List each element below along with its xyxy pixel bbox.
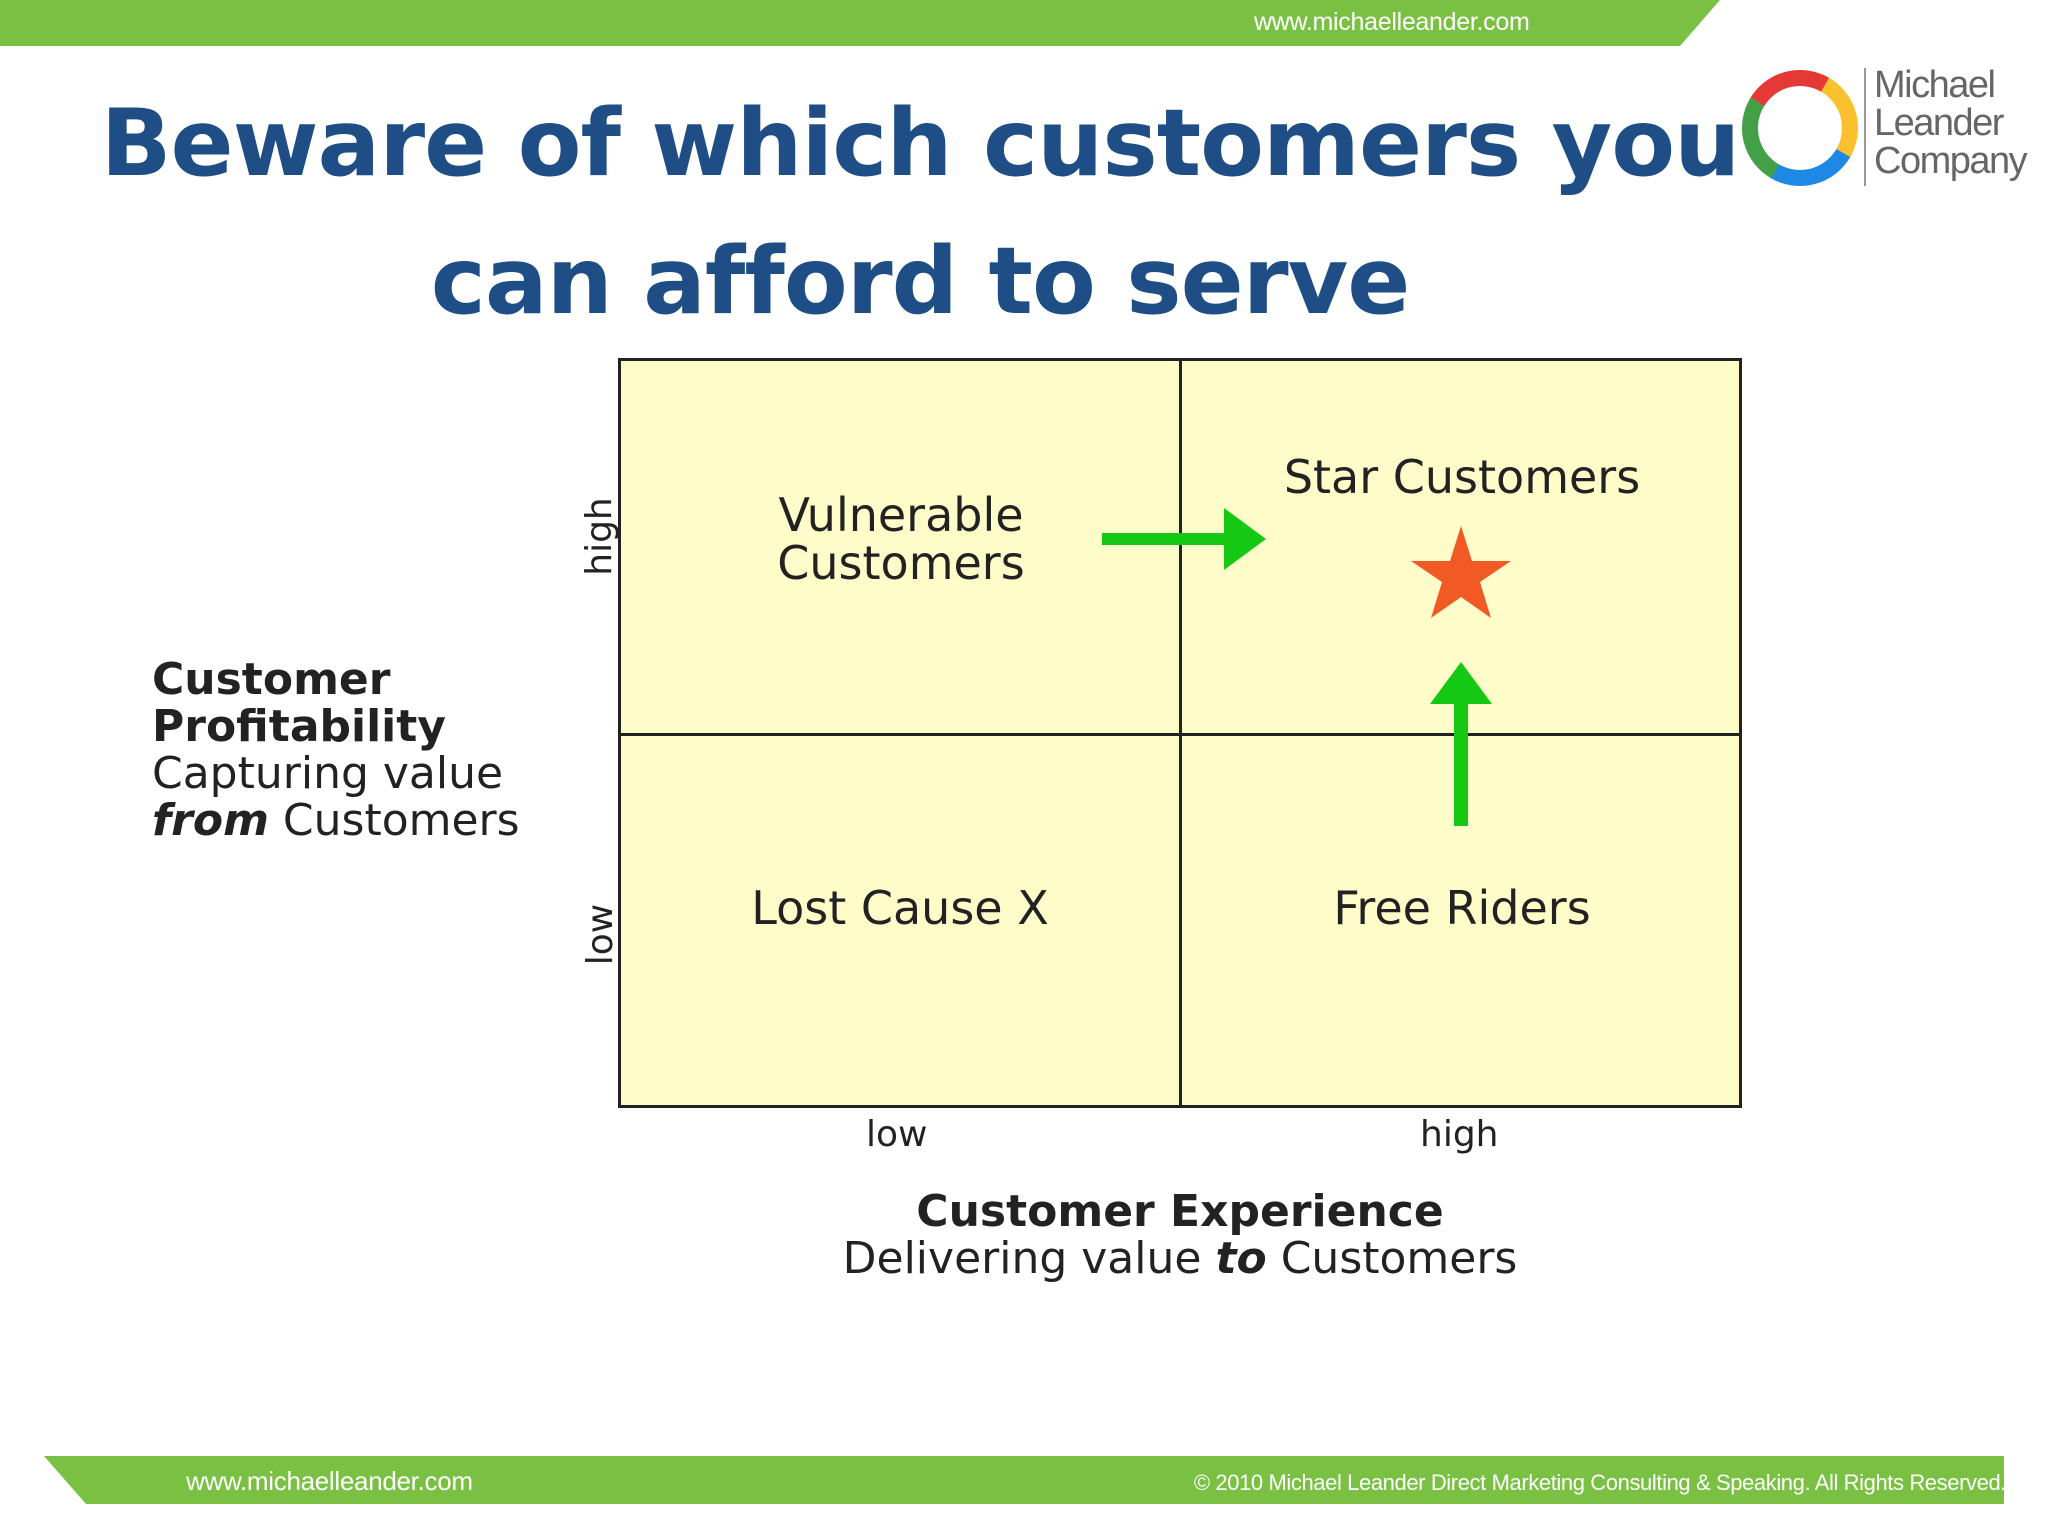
x-axis-subtitle-emph: to: [1215, 1233, 1267, 1284]
y-tick-low: low: [580, 903, 622, 966]
header-url: www.michaelleander.com: [1254, 8, 1530, 36]
quadrant-free-riders: Free Riders: [1182, 736, 1742, 1108]
title-line-1: Beware of which customers you: [100, 89, 1741, 197]
footer-band: [44, 1456, 2004, 1504]
x-tick-low: low: [866, 1114, 928, 1155]
logo-text: Michael Leander Company: [1874, 64, 2028, 182]
title-line-2: can afford to serve: [430, 227, 1411, 335]
x-axis-title: Customer Experience: [916, 1186, 1444, 1237]
quadrant-label-vulnerable: Vulnerable Customers: [777, 488, 1025, 590]
logo-divider: [1864, 68, 1866, 186]
x-axis-subtitle-pre: Delivering value: [842, 1233, 1202, 1284]
quadrant-label-lost-cause: Lost Cause X: [751, 881, 1049, 935]
footer-copyright: © 2010 Michael Leander Direct Marketing …: [1193, 1470, 2007, 1495]
page-title: Beware of which customers you can afford…: [100, 74, 1741, 350]
y-axis-subtitle-post: Customers: [282, 795, 520, 846]
quadrant-lost-cause: Lost Cause X: [621, 736, 1182, 1108]
y-axis-subtitle-emph: from: [152, 795, 269, 846]
quadrant-vulnerable: Vulnerable Customers: [621, 361, 1182, 736]
y-tick-high: high: [578, 497, 620, 576]
company-logo-icon: [1742, 70, 1858, 186]
x-axis-subtitle-post: Customers: [1280, 1233, 1518, 1284]
y-axis-subtitle: Capturing value from Customers: [152, 750, 520, 844]
quadrant-label-star: Star Customers: [1283, 450, 1641, 504]
x-axis-label: Customer Experience Delivering value to …: [700, 1188, 1660, 1282]
logo-line-3: Company: [1874, 140, 2028, 182]
x-tick-high: high: [1420, 1114, 1499, 1155]
y-axis-label: Customer Profitability Capturing value f…: [152, 656, 520, 844]
y-axis-title: Customer Profitability: [152, 654, 446, 752]
footer-url: www.michaelleander.com: [186, 1466, 473, 1496]
quadrant-label-free-riders: Free Riders: [1333, 881, 1591, 935]
logo-line-2: Leander: [1874, 102, 2004, 144]
logo-line-1: Michael: [1874, 64, 1996, 106]
x-axis-subtitle: Delivering value to Customers: [700, 1235, 1660, 1282]
header-band: [0, 0, 1720, 46]
customer-matrix: Vulnerable Customers Star Customers Lost…: [618, 358, 1742, 1108]
y-axis-subtitle-pre: Capturing value: [152, 748, 504, 799]
quadrant-star: Star Customers: [1182, 361, 1742, 736]
